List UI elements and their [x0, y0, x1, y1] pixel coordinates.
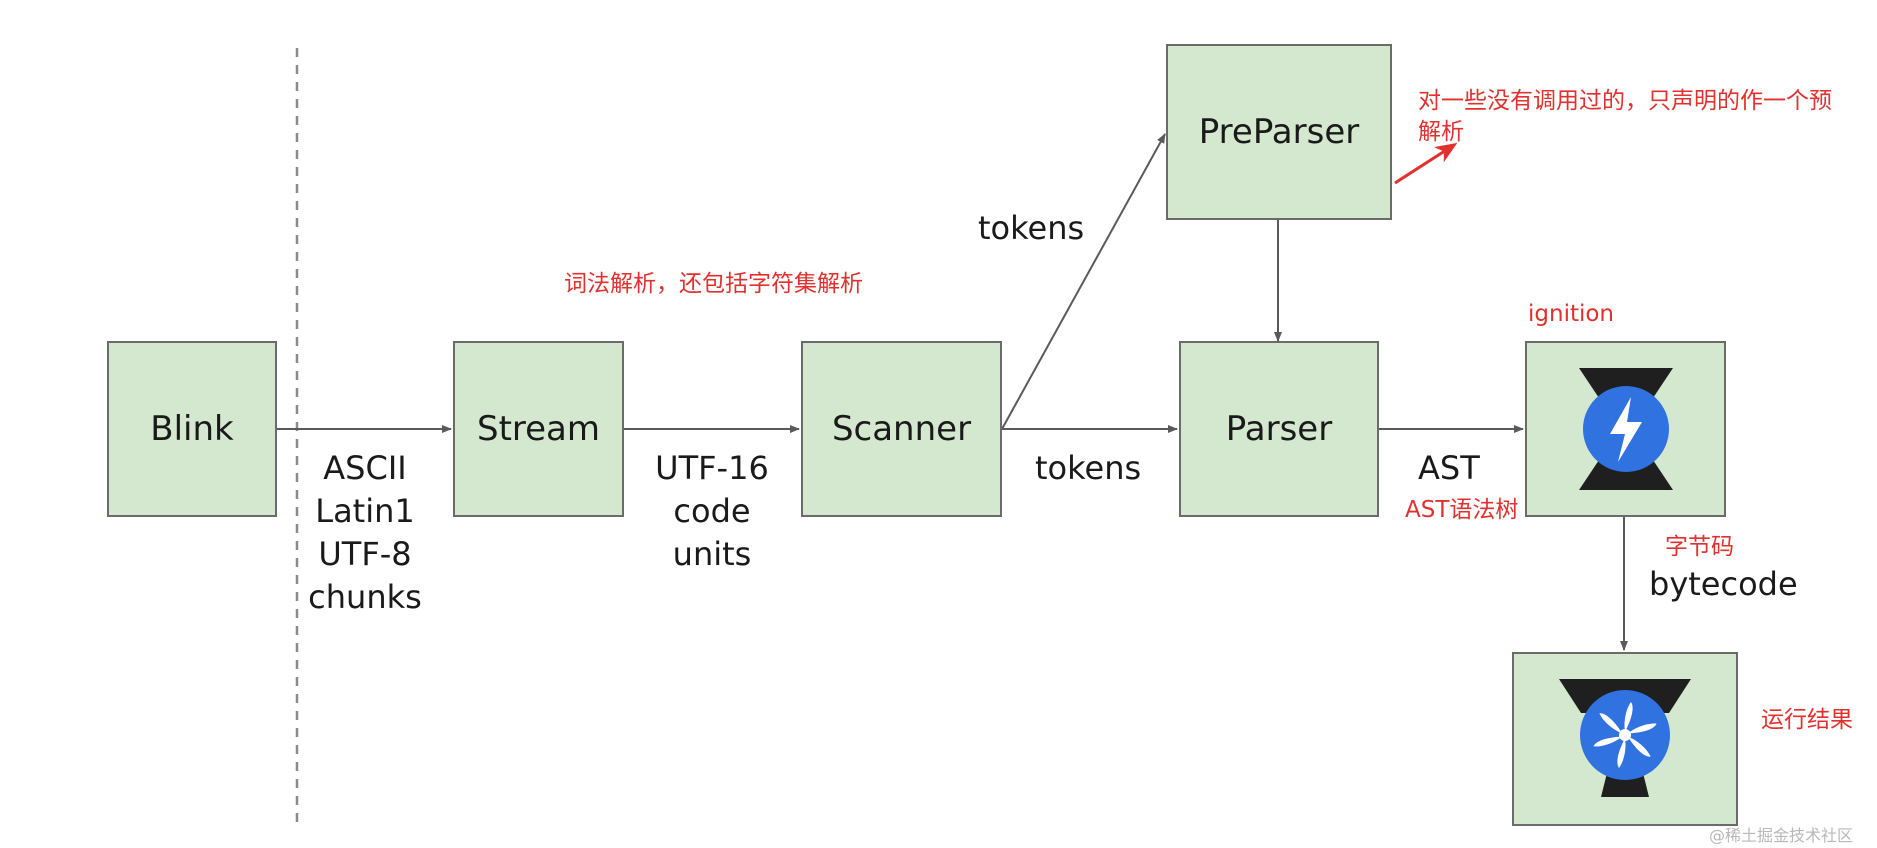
units-line: units: [672, 535, 752, 573]
node-stream: Stream: [453, 341, 624, 517]
red-annotation-arrow: [1394, 142, 1458, 185]
edge-label-scanner-parser: tokens: [1035, 449, 1142, 487]
arrow-scanner-to-preparser: [1001, 133, 1166, 430]
code-line: code: [673, 492, 751, 530]
node-scanner-label: Scanner: [831, 409, 972, 449]
edge-label-blink-stream: ASCII Latin1 UTF-8 chunks: [300, 447, 430, 619]
edge-label-stream-scanner: UTF-16 code units: [642, 447, 782, 576]
ast-note: AST语法树: [1405, 497, 1519, 523]
ignition-logo-icon: [1578, 368, 1673, 490]
node-preparser-label: PreParser: [1198, 112, 1360, 152]
preparser-note: 对一些没有调用过的，只声明的作一个预 解析: [1418, 86, 1832, 148]
encoding-utf8: UTF-8: [318, 535, 412, 573]
watermark: @稀土掘金技术社区: [1709, 826, 1854, 845]
node-blink-label: Blink: [150, 409, 234, 449]
encoding-latin1: Latin1: [315, 492, 415, 530]
node-preparser: PreParser: [1166, 44, 1392, 220]
encoding-ascii: ASCII: [323, 449, 407, 487]
turbofan-logo-icon: [1559, 679, 1691, 797]
result-note: 运行结果: [1761, 707, 1853, 733]
node-stream-label: Stream: [476, 409, 601, 449]
preparser-note-line1: 对一些没有调用过的，只声明的作一个预: [1418, 88, 1832, 114]
node-parser-label: Parser: [1225, 409, 1333, 449]
bytecode-note: 字节码: [1665, 534, 1734, 560]
ignition-note: ignition: [1528, 301, 1615, 327]
encoding-chunks: chunks: [308, 578, 422, 616]
node-turbofan: [1512, 652, 1738, 826]
edge-label-parser-ignition: AST: [1418, 449, 1480, 487]
utf16-line: UTF-16: [655, 449, 769, 487]
edge-label-scanner-preparser: tokens: [978, 209, 1085, 247]
preparser-note-line2: 解析: [1418, 119, 1464, 145]
node-parser: Parser: [1179, 341, 1379, 517]
node-scanner: Scanner: [801, 341, 1002, 517]
edge-label-ignition-turbofan: bytecode: [1649, 565, 1798, 603]
node-ignition: [1525, 341, 1726, 517]
node-blink: Blink: [107, 341, 277, 517]
scanner-note: 词法解析，还包括字符集解析: [564, 271, 863, 297]
